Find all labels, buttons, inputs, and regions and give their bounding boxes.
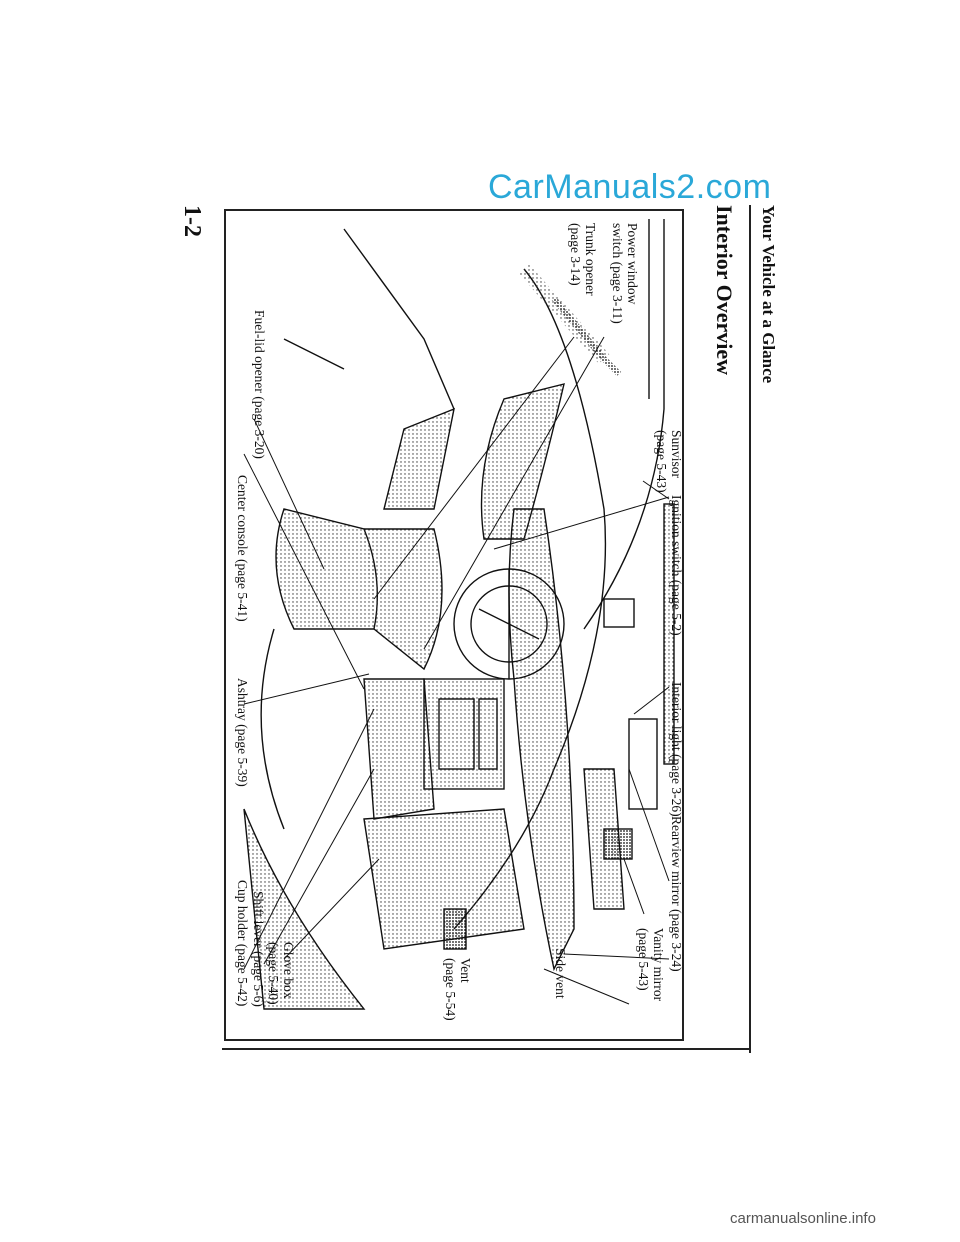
interior-illustration: [243, 219, 675, 1010]
callout-vent-line2: (page 5-54): [443, 958, 458, 1021]
callout-ignition: Ignition switch (page 5-2): [669, 495, 684, 636]
footer-rule: [222, 1048, 750, 1050]
callout-trunk-opener-line1: Trunk opener: [583, 223, 598, 296]
callout-glove-box: Glove box (page 5-40): [266, 942, 296, 1005]
section-heading: Your Vehicle at a Glance: [759, 205, 778, 384]
callout-vanity-line1: Vanity mirror: [651, 928, 666, 1002]
callout-power-window-line2: switch (page 3-11): [610, 223, 625, 324]
footer-source: carmanualsonline.info: [730, 1210, 876, 1227]
callout-glove-box-line1: Glove box: [281, 942, 296, 999]
callout-sunvisor: Sunvisor (page 5-43): [654, 430, 684, 493]
callout-side-vent: Side vent: [553, 948, 568, 999]
callout-sunvisor-line2: (page 5-43): [654, 430, 669, 493]
callout-rearview: Rearview mirror (page 3-24): [669, 816, 684, 972]
watermark: CarManuals2.com: [488, 168, 772, 206]
callout-trunk-opener-line2: (page 3-14): [568, 223, 583, 286]
callout-vanity: Vanity mirror (page 5-43): [636, 928, 666, 1001]
callout-vent-line1: Vent: [458, 958, 473, 983]
callout-center-console: Center console (page 5-41): [235, 475, 250, 622]
callout-ashtray: Ashtray (page 5-39): [235, 678, 250, 787]
header-rule: [749, 205, 751, 1053]
callout-sunvisor-line1: Sunvisor: [669, 430, 684, 479]
callout-shift-lever: Shift lever (page 5-6): [251, 891, 266, 1007]
callout-fuel-lid: Fuel-lid opener (page 3-20): [252, 310, 267, 459]
illustration-frame: [224, 209, 684, 1041]
callout-power-window: Power window switch (page 3-11): [610, 223, 640, 324]
page-title: Interior Overview: [712, 205, 737, 376]
page-number: 1-2: [179, 205, 205, 237]
callout-power-window-line1: Power window: [625, 223, 640, 305]
callout-vanity-line2: (page 5-43): [636, 928, 651, 991]
callout-cup-holder: Cup holder (page 5-42): [235, 880, 250, 1007]
callout-vent: Vent (page 5-54): [443, 958, 473, 1021]
callout-glove-box-line2: (page 5-40): [266, 942, 281, 1005]
callout-trunk-opener: Trunk opener (page 3-14): [568, 223, 598, 296]
callout-interior-light: Interior light (page 3-26): [669, 682, 684, 817]
